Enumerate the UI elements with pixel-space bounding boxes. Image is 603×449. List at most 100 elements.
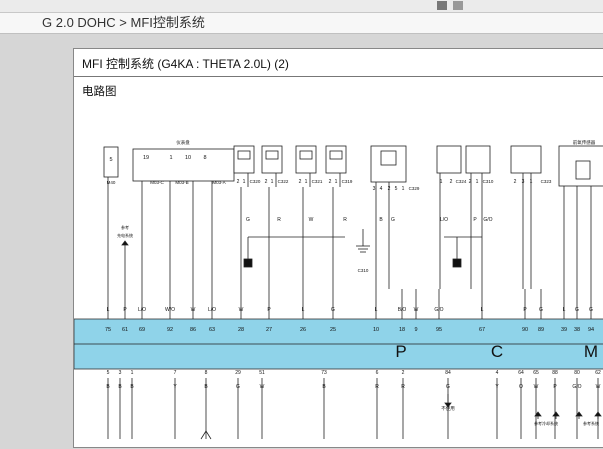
pin: 2 — [469, 179, 472, 185]
ecm-bottom-wire-color: G/O — [572, 384, 581, 390]
ecm-bottom-wire-color: Y — [173, 384, 177, 390]
ecm-top-pin: 92 — [167, 327, 173, 333]
ecm-top-wire-color: L/O — [208, 307, 216, 313]
cvvt-connector: C310 — [483, 179, 494, 184]
wire-color: R — [343, 217, 347, 223]
minimize-icon[interactable] — [437, 1, 447, 10]
injector-connector: C320 — [250, 179, 261, 184]
ecm-top-pin: 67 — [479, 327, 485, 333]
ecm-top-pin: 75 — [105, 327, 111, 333]
cluster-connector: M03-B — [175, 180, 188, 185]
ecm-bottom-pin: 8 — [205, 370, 208, 376]
ground-label: C310 — [358, 268, 369, 273]
wire-color: G — [246, 217, 250, 223]
ecm-top-wire-color: L — [302, 307, 305, 313]
cvvt-box — [465, 145, 491, 174]
injector-box — [325, 145, 347, 174]
ecm-bottom-pin: 3 — [119, 370, 122, 376]
ecm-bottom-pin: 51 — [259, 370, 265, 376]
ref-arrow — [552, 411, 560, 417]
ecm-bottom-wire-color: W — [596, 384, 601, 390]
ecm-top-wire-color: B/O — [398, 307, 407, 313]
ecm-bottom-wire-color: P — [553, 384, 557, 390]
ecm-bottom-wire-color: R — [401, 384, 405, 390]
wire-color: B — [379, 217, 383, 223]
ecm-top-wire-color: W/O — [165, 307, 175, 313]
ecm-bottom-pin: 2 — [402, 370, 405, 376]
ecm-bottom-pin: 84 — [445, 370, 451, 376]
injector-pin: 2 — [329, 179, 332, 185]
pin: 1 — [476, 179, 479, 185]
ecm-bottom-wire-color: B — [118, 384, 122, 390]
ecm-top-pin: 38 — [574, 327, 580, 333]
maf-pin: 3 — [373, 186, 376, 192]
injector-pin: 2 — [299, 179, 302, 185]
ecm-bottom-pin: 1 — [131, 370, 134, 376]
wire-color: G — [391, 217, 395, 223]
ecm-bottom-pin: 4 — [496, 370, 499, 376]
ecm-top-pin: 89 — [538, 327, 544, 333]
ecm-top-pin: 94 — [588, 327, 594, 333]
cluster-label: 仪表盘 — [176, 139, 190, 146]
ref-arrow — [121, 240, 129, 246]
ecm-bottom-pin: 64 — [518, 370, 524, 376]
ecm-top-wire-color: W — [414, 307, 419, 313]
ecm-top-wire-color: G — [575, 307, 579, 313]
ecm-bottom-wire-color: B — [322, 384, 326, 390]
injector-pin: 1 — [271, 179, 274, 185]
maf-pin: 2 — [388, 186, 391, 192]
injector-connector: C319 — [342, 179, 353, 184]
splice-label: 2 — [247, 261, 250, 267]
ecm-section-letter: P — [395, 342, 406, 361]
cluster-pin: 8 — [203, 155, 206, 161]
injector-pin: 2 — [265, 179, 268, 185]
pin: 3 — [522, 179, 525, 185]
ecm-top-wire-color: P — [267, 307, 271, 313]
cluster-pin: 19 — [143, 155, 149, 161]
ecm-top-pin: 39 — [561, 327, 567, 333]
ecm-top-pin: 10 — [373, 327, 379, 333]
injector-coil — [237, 150, 251, 160]
wire-color: R — [277, 217, 281, 223]
injector-coil — [265, 150, 279, 160]
ecm-top-wire-color: G/O — [434, 307, 443, 313]
cluster-pin: 10 — [185, 155, 191, 161]
ecm-bottom-wire-color: W — [534, 384, 539, 390]
ecm-top-wire-color: G — [539, 307, 543, 313]
restore-icon[interactable] — [453, 1, 463, 10]
ecm-top-wire-color: L — [107, 307, 110, 313]
injector-coil — [329, 150, 343, 160]
injector-box — [295, 145, 317, 174]
ecm-top-pin: 18 — [399, 327, 405, 333]
ecm-bottom-wire-color: B — [204, 384, 208, 390]
cluster-connector: M03-A — [212, 180, 225, 185]
pin: 1 — [440, 179, 443, 185]
maf-connector: C329 — [409, 186, 420, 191]
ecm-bottom-wire-color: G — [236, 384, 240, 390]
window-title-bar — [0, 0, 603, 12]
ecm-section-letter: M — [584, 342, 598, 361]
ecm-bottom-pin: 88 — [552, 370, 558, 376]
ecm-bottom-pin: 5 — [107, 370, 110, 376]
not-used-label: 不使用 — [441, 405, 455, 412]
ecm-bottom-pin: 62 — [595, 370, 601, 376]
immo-connector: M40 — [107, 180, 116, 185]
injector-pin: 1 — [243, 179, 246, 185]
maf-element — [380, 150, 397, 166]
ecm-bottom-pin: 73 — [321, 370, 327, 376]
pin: 2 — [514, 179, 517, 185]
maf-pin: 1 — [402, 186, 405, 192]
injector-pin: 2 — [237, 179, 240, 185]
immobilizer-box — [103, 146, 119, 178]
ecm-top-wire-color: L — [563, 307, 566, 313]
maf-pin: 5 — [395, 186, 398, 192]
ecm-section-letter: C — [491, 342, 503, 361]
ecm-bottom-wire-color: G — [446, 384, 450, 390]
ecm-top-pin: 9 — [414, 327, 417, 333]
circuit-diagram: 75L61P69L/O92W/O86W63L/O28W27P26L25G10L1… — [74, 139, 603, 440]
wire-color: P — [473, 217, 477, 223]
title-rule — [74, 76, 603, 77]
wire-color: G/O — [483, 217, 492, 223]
wire-color: W — [309, 217, 314, 223]
ecm-bottom-wire-color: B — [130, 384, 134, 390]
